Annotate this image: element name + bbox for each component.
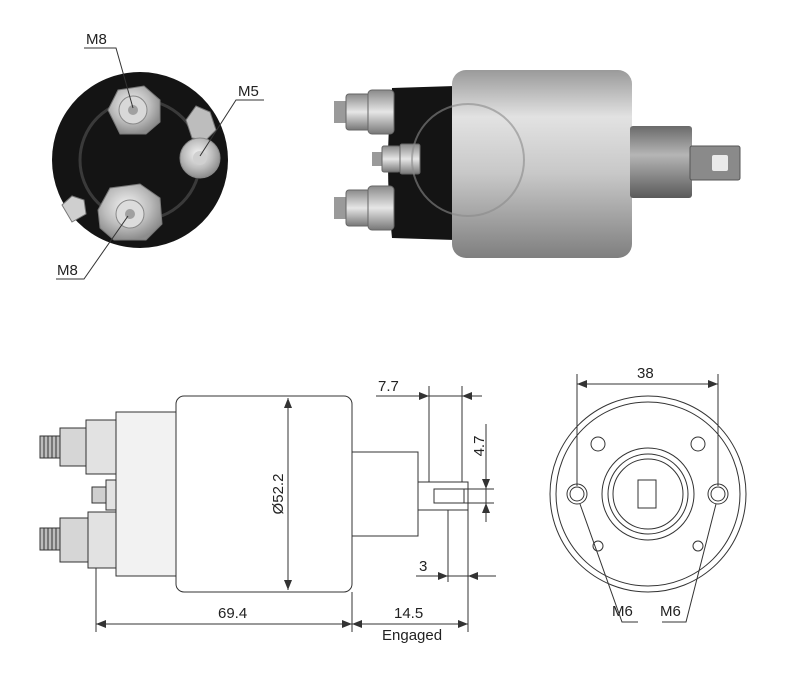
dim-travel-state: Engaged	[382, 627, 442, 644]
drawing-plunger	[351, 451, 419, 537]
front-hole-top-left	[590, 436, 606, 452]
drawing-end-cap	[115, 411, 179, 577]
front-mount-hole-left	[566, 483, 588, 505]
dim-3-label: 3	[419, 558, 427, 575]
silver-body	[452, 70, 632, 258]
label-m5: M5	[238, 83, 259, 100]
label-m8-top: M8	[86, 31, 107, 48]
drawing-tab-hole	[433, 488, 465, 504]
photo-side-view	[334, 70, 741, 258]
dim-length-label: 69.4	[218, 605, 247, 622]
leader-m5	[199, 99, 264, 157]
front-hole-bottom-right	[692, 540, 704, 552]
terminal-m8-bottom	[61, 183, 163, 241]
drawing-front-view: 38 M6 M6	[549, 365, 747, 623]
dim-travel-label: 14.5	[394, 605, 423, 622]
drawing-side-view: Ø52.2 7.7 4.7 3 69.4 14.5 Engaged	[39, 378, 496, 644]
dim-4-7-label: 4.7	[471, 436, 488, 457]
front-inner-rim	[555, 401, 741, 587]
terminal-m5	[179, 105, 221, 179]
plunger-photo	[630, 126, 692, 198]
drawing-stud-top	[39, 419, 117, 475]
end-cap-disc	[52, 72, 228, 248]
stud-bottom-photo	[334, 185, 395, 231]
front-plunger-slot	[637, 479, 657, 509]
drawing-body	[175, 395, 353, 593]
drawing-stud-bottom	[39, 511, 119, 569]
label-m6-left: M6	[612, 603, 633, 620]
leader-m6-left	[579, 503, 638, 623]
plunger-tab-photo	[689, 145, 741, 181]
front-hole-top-right	[690, 436, 706, 452]
label-m6-right: M6	[660, 603, 681, 620]
watermark-ring-side	[411, 103, 525, 217]
leader-m8-top	[84, 47, 134, 109]
dim-38-label: 38	[637, 365, 654, 382]
front-mount-hole-right	[707, 483, 729, 505]
front-boss-mid	[607, 453, 689, 535]
label-m8-bottom: M8	[57, 262, 78, 279]
photo-end-view: M8 M5 M8	[52, 31, 264, 280]
stud-top-photo	[334, 89, 395, 135]
black-end-cap	[388, 86, 455, 240]
dim-7-7-label: 7.7	[378, 378, 399, 395]
leader-m8-bottom	[56, 215, 129, 280]
dim-diameter-label: Ø52.2	[270, 474, 287, 515]
terminal-m8-top	[107, 85, 161, 135]
front-boss-inner	[612, 458, 684, 530]
leader-m6-right	[662, 503, 717, 623]
stud-small-photo	[372, 143, 421, 175]
